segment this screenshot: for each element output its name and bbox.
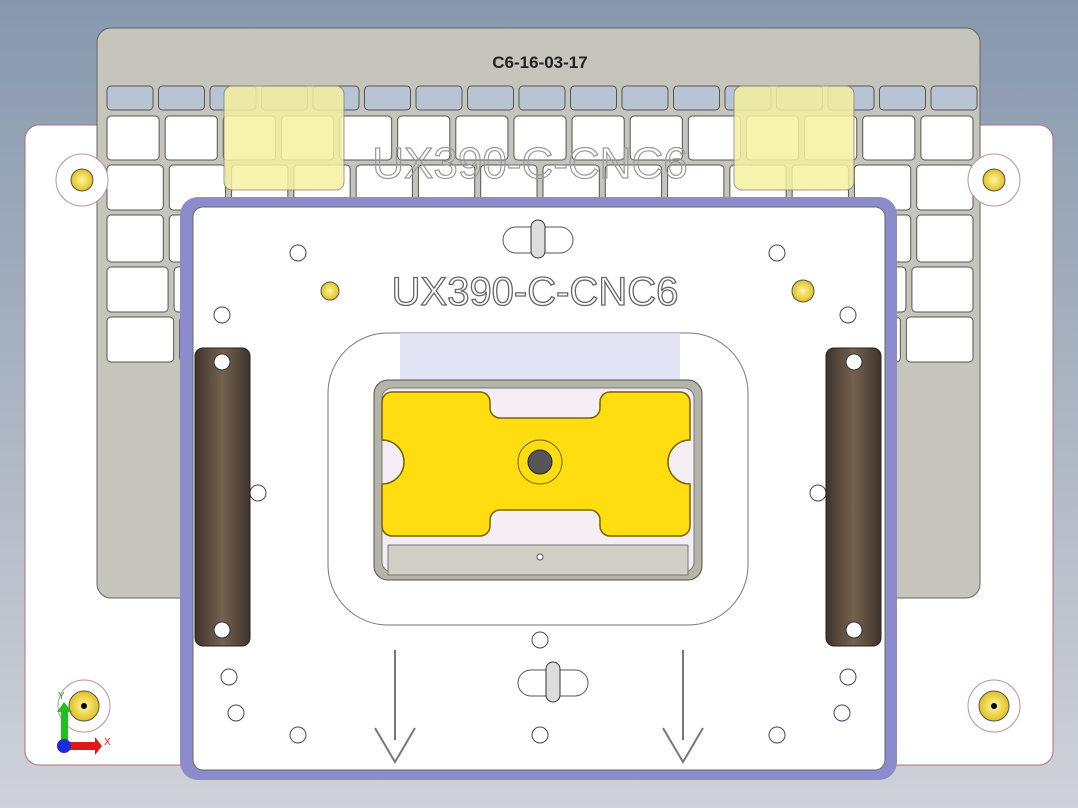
z-axis-dot [57,739,71,753]
arrow-down-icon [662,650,704,764]
nest-lip [387,544,689,576]
keyboard-key [629,115,683,161]
pin-icon [57,679,111,733]
keyboard-key [905,316,974,363]
keyboard-key [911,266,974,313]
hole [531,631,549,649]
top-insert-right [733,85,855,191]
keyboard-key [513,115,567,161]
keyboard-key [687,115,741,161]
date-code-label: C6-16-03-17 [492,53,587,72]
y-axis-arrow [61,710,68,744]
locator-pin-right [791,279,815,303]
hole [833,704,851,722]
locator-pin-left [320,281,340,301]
keyboard-key [920,115,974,161]
keyboard-key [158,85,205,111]
keyboard-key [467,85,514,111]
hole [227,704,245,722]
clamp-left[interactable] [194,347,251,647]
hole [809,484,827,502]
part-label-top: UX390-C-CNC6 [372,139,687,188]
keyboard-key [106,214,164,263]
clamp-right[interactable] [825,347,882,647]
keyboard-key [862,115,916,161]
keyboard-key [916,164,974,211]
hole [531,726,549,744]
corner-pins [55,153,1021,733]
hole [839,668,857,686]
keyboard-key [621,85,669,111]
pin-icon [55,153,109,207]
hole [249,484,267,502]
x-axis-arrow [63,742,95,750]
keyboard-key [415,85,463,111]
keyboard-key [397,115,451,161]
y-axis-label: Y [58,691,65,702]
hole [839,306,857,324]
nest-chamfer [400,333,680,383]
keyboard-key [571,115,625,161]
keyboard-key [673,85,720,111]
keyboard-key [930,85,978,111]
keyboard-key [106,85,154,111]
hole [289,244,307,262]
pin-icon [967,153,1021,207]
hole [289,726,307,744]
hole [220,668,238,686]
slot-pin-top [530,219,546,259]
keyboard-key [106,164,164,211]
axis-triad: X Y [57,691,111,755]
keyboard-key [364,85,411,111]
keyboard-key [879,85,926,111]
keyboard-key [455,115,509,161]
slot-pin-bottom [545,661,561,703]
part-label-plate: UX390-C-CNC6 [392,270,679,314]
arrow-down-icon [374,650,416,764]
screw-icon [527,449,553,475]
hole [768,244,786,262]
keyboard-key [106,266,169,313]
x-axis-label: X [104,737,111,748]
keyboard-key [106,316,175,363]
keyboard-key [164,115,218,161]
hole [213,306,231,324]
top-insert-left [223,85,345,191]
keyboard-key [106,115,160,161]
keyboard-key [916,214,974,263]
hole [768,726,786,744]
keyboard-key [570,85,617,111]
pin-icon [967,679,1021,733]
keyboard-key [518,85,566,111]
